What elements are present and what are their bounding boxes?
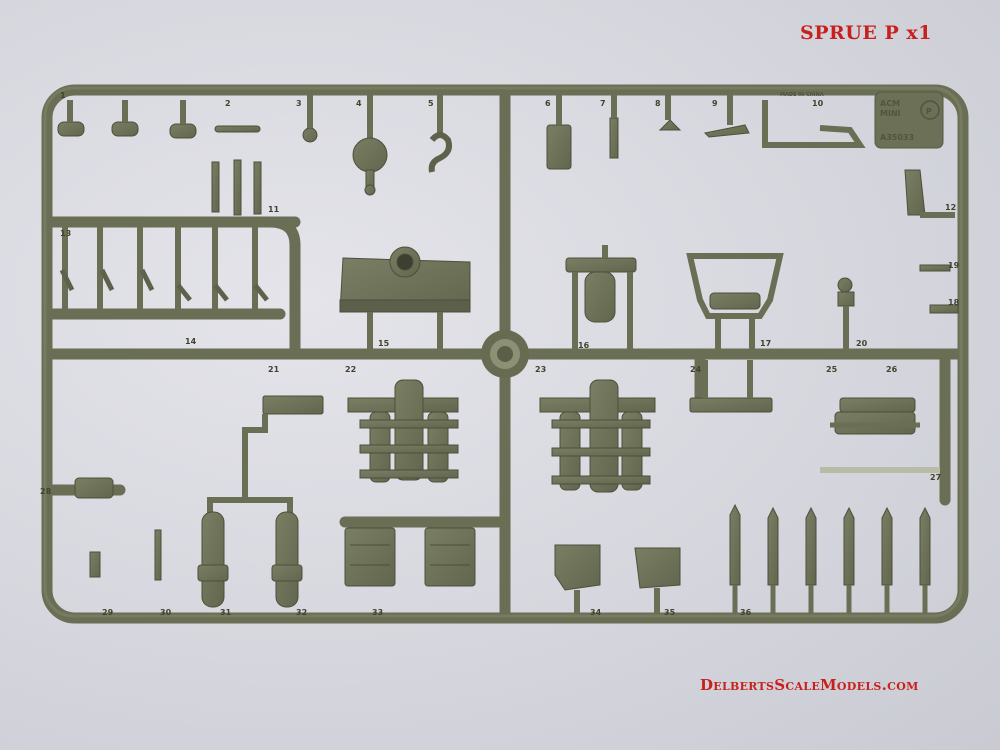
part-number: 5: [428, 99, 434, 108]
part-number: 9: [712, 99, 718, 108]
part-number: 31: [220, 608, 232, 617]
part-number: 11: [268, 205, 280, 214]
part-number: 34: [590, 608, 602, 617]
part-number: 32: [296, 608, 307, 617]
part-number: 3: [296, 99, 302, 108]
part-number: 23: [535, 365, 546, 374]
part-number: 13: [60, 229, 71, 238]
sprue-title: SPRUE P x1: [800, 22, 932, 44]
part-number: 18: [948, 298, 960, 307]
watermark: DelbertsScaleModels.com: [700, 676, 919, 694]
grips: [197, 511, 303, 608]
part-number: 12: [945, 203, 956, 212]
part-number: 26: [886, 365, 898, 374]
part-number: 20: [856, 339, 868, 348]
part-number: 4: [356, 99, 362, 108]
part-number: 14: [185, 337, 197, 346]
part-number: 29: [102, 608, 114, 617]
sprue-parts: [57, 95, 959, 614]
part-number-tabs: 1 2 3 4 5 6 7 8 9 10 11 12 13 14 15 16 1…: [40, 91, 960, 617]
part-number: 36: [740, 608, 752, 617]
part-number: 2: [225, 99, 231, 108]
part-number: 10: [812, 99, 824, 108]
part-number: 28: [40, 487, 52, 496]
shell-parts: [729, 503, 931, 614]
part-number: 30: [160, 608, 172, 617]
part-number: 24: [690, 365, 702, 374]
brand-logo-line1: ACM: [880, 99, 900, 108]
brand-letter: P: [926, 107, 932, 116]
brand-logo-line2: MINI: [880, 109, 901, 118]
part-number: 7: [600, 99, 606, 108]
part-number: 27: [930, 473, 941, 482]
part-1-cluster: [57, 100, 197, 139]
part-number: 6: [545, 99, 551, 108]
part-number: 1: [60, 91, 66, 100]
part-number: 15: [378, 339, 390, 348]
brand-tab: ACM MINI P A35033 MADE IN CHINA: [780, 91, 944, 149]
part-number: 22: [345, 365, 356, 374]
part-number: 33: [372, 608, 383, 617]
part-number: 35: [664, 608, 676, 617]
part-number: 16: [578, 341, 590, 350]
part-number: 25: [826, 365, 838, 374]
part-number: 17: [760, 339, 771, 348]
rod-parts: [59, 159, 269, 310]
brand-code: A35033: [880, 133, 914, 142]
part-number: 8: [655, 99, 661, 108]
part-number: 21: [268, 365, 280, 374]
part-number: 19: [948, 261, 960, 270]
runner-highlight: [43, 86, 963, 618]
brand-stamp: MADE IN CHINA: [780, 92, 824, 98]
